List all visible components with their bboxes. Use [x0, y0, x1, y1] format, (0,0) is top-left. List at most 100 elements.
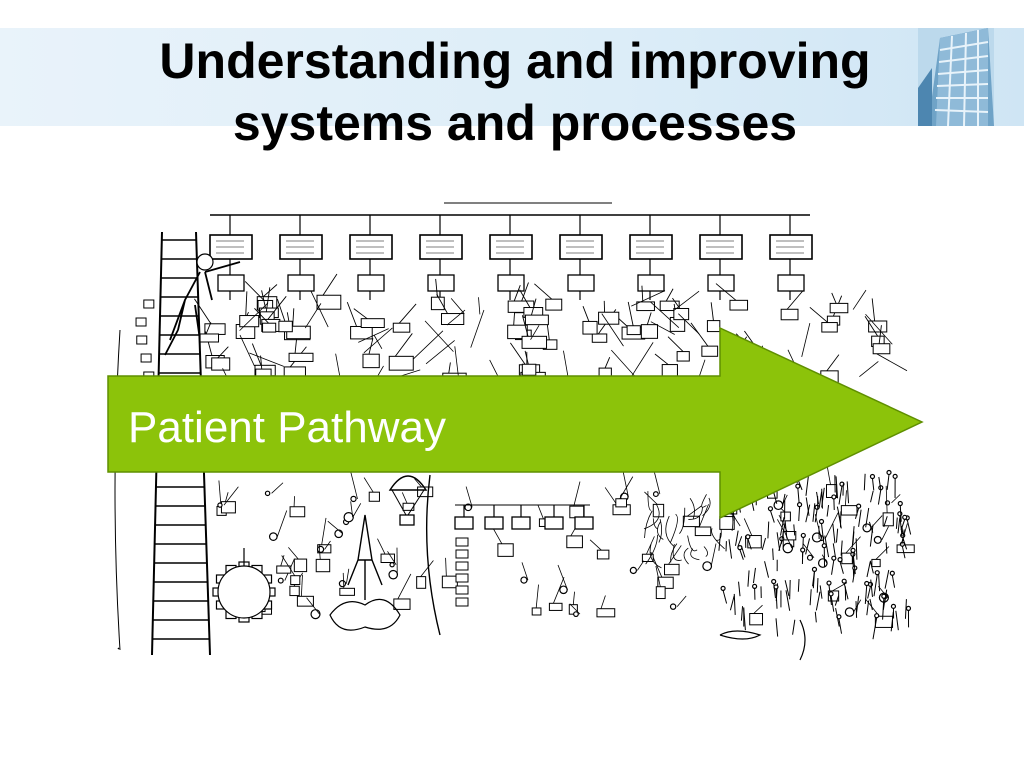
connector-line [858, 509, 862, 527]
connector-line [767, 521, 770, 539]
sketch-curve [658, 519, 663, 543]
process-box [135, 317, 147, 327]
connector-line [262, 284, 278, 298]
connector-line [747, 570, 750, 587]
connector-line [535, 584, 539, 608]
connector-line [885, 542, 888, 554]
connector-line [859, 361, 879, 378]
connector-line [891, 575, 896, 588]
sketch-curve [657, 521, 664, 540]
connector-line [254, 307, 269, 324]
connector-line [678, 313, 700, 335]
connector-line [280, 555, 285, 567]
process-box [821, 322, 838, 333]
process-box [289, 585, 300, 597]
connector-line [739, 549, 744, 560]
connector-line [327, 520, 343, 535]
connector-line [769, 510, 775, 523]
connector-line [740, 606, 744, 621]
connector-line [267, 296, 287, 320]
connector-line [414, 478, 422, 488]
connector-line [310, 290, 329, 328]
sketch-curve [689, 498, 695, 520]
connector-line [802, 543, 815, 558]
connector-line [300, 574, 303, 597]
connector-line [622, 470, 629, 497]
patient-pathway-label: Patient Pathway [128, 403, 446, 452]
connector-line [740, 545, 746, 558]
connector-line [904, 599, 907, 619]
process-box [829, 302, 849, 314]
connector-line [835, 476, 839, 499]
node-circle [873, 535, 882, 544]
process-box [399, 514, 415, 526]
connector-line [814, 611, 817, 623]
connector-line [844, 490, 847, 506]
connector-line [306, 597, 320, 615]
connector-line [832, 543, 837, 559]
process-box [368, 491, 380, 502]
connector-line [845, 536, 861, 554]
connector-line [363, 327, 393, 354]
connector-line [537, 504, 544, 520]
process-box [659, 300, 680, 312]
node-circle [831, 494, 837, 500]
connector-line [218, 480, 222, 507]
connector-line [363, 477, 374, 493]
connector-line [470, 309, 485, 348]
sketch-curve [702, 497, 711, 517]
sketch-curve [799, 619, 806, 661]
title-line-2: systems and processes [232, 95, 798, 151]
process-box [673, 307, 690, 321]
connector-line [837, 512, 842, 529]
connector-line [789, 579, 791, 600]
process-box [497, 543, 514, 557]
connector-line [832, 523, 836, 544]
connector-line [846, 481, 850, 504]
process-box [402, 502, 415, 511]
connector-line [350, 472, 358, 500]
sketch-curve [643, 504, 660, 530]
connector-line [824, 535, 830, 558]
connector-line [864, 316, 879, 337]
connector-line [863, 473, 866, 491]
title-line-1: Understanding and improving [159, 33, 871, 89]
connector-line [553, 576, 565, 604]
connector-line [710, 543, 717, 567]
node-circle [796, 502, 803, 508]
connector-line [884, 569, 890, 589]
connector-line [747, 538, 752, 550]
process-box [596, 608, 616, 618]
process-box [636, 301, 655, 312]
connector-line [737, 536, 743, 547]
connector-line [420, 560, 434, 577]
connector-line [901, 529, 905, 545]
sketch-curve [347, 514, 383, 600]
process-box [315, 558, 331, 573]
connector-line [872, 617, 878, 640]
connector-line [288, 547, 299, 560]
node-circle [874, 613, 880, 619]
connector-line [637, 560, 645, 571]
process-box [615, 498, 628, 508]
connector-line [900, 519, 906, 531]
connector-line [784, 520, 788, 539]
process-box [747, 535, 762, 549]
sketch-curve [665, 515, 674, 547]
process-box [566, 535, 583, 549]
node-circle [629, 566, 638, 575]
sketch-curve [114, 329, 121, 651]
node-circle [874, 570, 880, 576]
node-circle [811, 566, 818, 572]
process-box [441, 313, 465, 325]
connector-line [897, 518, 901, 534]
connector-line [251, 343, 262, 366]
node-circle [217, 502, 223, 508]
node-circle [864, 580, 870, 587]
connector-line [217, 346, 229, 359]
process-box [840, 505, 858, 516]
process-box [780, 511, 791, 522]
process-box [719, 516, 735, 530]
connector-line [649, 301, 680, 328]
